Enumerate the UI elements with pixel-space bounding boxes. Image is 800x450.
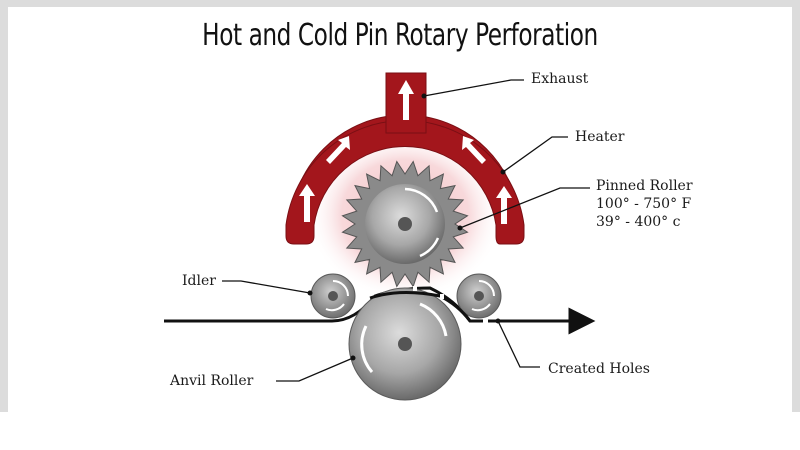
frame-right [792, 0, 800, 412]
label-created-holes: Created Holes [548, 361, 650, 377]
label-temp-f: 100° - 750° F [596, 196, 692, 212]
pinned-roller-axle [398, 217, 412, 231]
diagram-title: Hot and Cold Pin Rotary Perforation [202, 18, 598, 53]
created-holes-marks [413, 286, 488, 323]
pinned-roller-highlight [404, 187, 439, 213]
anvil-roller [348, 287, 462, 401]
label-idler: Idler [182, 273, 216, 289]
frame-left [0, 0, 8, 412]
flow-arrow-icon [299, 80, 512, 224]
label-heater: Heater [575, 129, 625, 145]
leader-lines [222, 79, 590, 382]
label-exhaust: Exhaust [531, 71, 589, 87]
frame-top [0, 0, 800, 7]
idler-right [456, 273, 502, 319]
pinned-roller-highlight-2 [419, 237, 440, 258]
leader-dots [307, 93, 506, 361]
label-anvil-roller: Anvil Roller [170, 373, 254, 389]
web-over-anvil [369, 290, 472, 322]
label-temp-c: 39° - 400° c [596, 214, 681, 230]
idler-left [310, 273, 356, 319]
label-pinned-roller: Pinned Roller [596, 178, 693, 194]
